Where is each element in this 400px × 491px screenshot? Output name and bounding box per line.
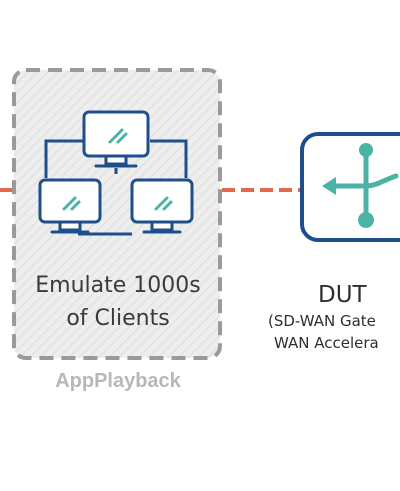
emulator-label-line2: of Clients [66,306,170,331]
emulator-caption: AppPlayback [55,370,181,392]
dut-subtitle-line2: WAN Accelera [274,334,379,352]
monitor-connectors [44,139,188,236]
emulator-label-line1: Emulate 1000s [35,273,201,298]
dut-label: DUT [318,282,367,308]
router-icon [300,132,400,242]
dut-subtitle-line1: (SD-WAN Gate [268,312,376,330]
monitor-icon [38,178,102,234]
monitor-icon [82,110,150,168]
monitor-icon [130,178,194,234]
